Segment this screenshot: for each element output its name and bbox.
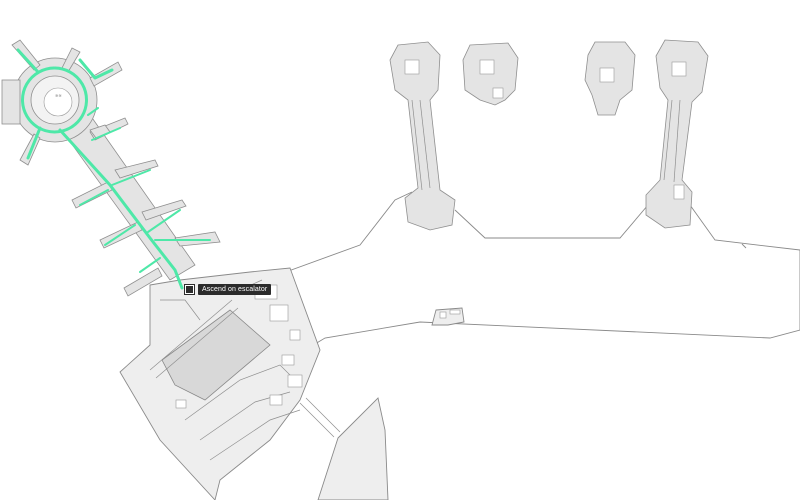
small-facility [431,307,465,326]
route-path-branches [79,107,211,273]
walking-route [16,48,211,290]
escalator-marker-icon [185,285,194,294]
gate-pier-1 [389,41,456,231]
route-instruction-label[interactable]: Ascend on escalator [185,283,272,296]
gate-pod-3 [584,41,636,116]
main-terminal [119,267,321,500]
gate-pod-2 [462,42,519,106]
route-path-main [16,48,184,290]
satellite-concourse: ≋≋ [1,39,221,297]
site-outline [249,191,800,351]
parking-structure [317,397,389,500]
gate-pier-4 [645,39,709,229]
route-instruction-text: Ascend on escalator [198,284,272,295]
svg-text:≋≋: ≋≋ [55,93,62,98]
